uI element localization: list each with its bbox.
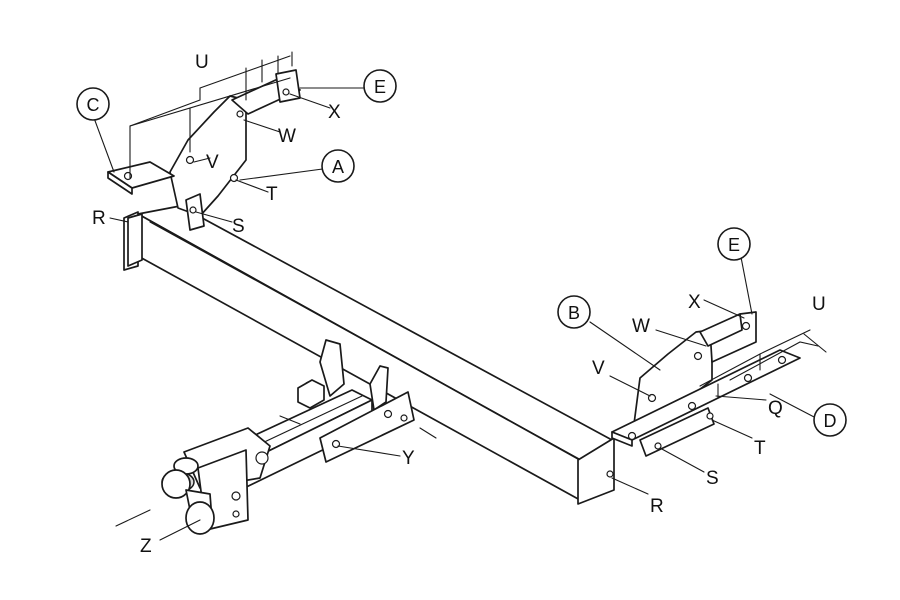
label-x-right: X (688, 292, 701, 313)
callout-e-right-text: E (728, 235, 740, 255)
label-w-left: W (278, 126, 296, 147)
left-bracket-assembly (107, 69, 301, 231)
right-u-guides (699, 329, 827, 399)
label-s-right: S (706, 468, 719, 489)
callout-a-text: A (332, 157, 344, 177)
callout-e-right: E (717, 227, 751, 261)
label-t-left: T (266, 184, 278, 205)
callout-e-left-text: E (374, 77, 386, 97)
leader-lines (93, 87, 817, 541)
label-r-right: R (650, 496, 664, 517)
callout-c-text: C (87, 95, 100, 115)
callout-d-text: D (824, 411, 837, 431)
label-u-right: U (812, 294, 826, 315)
callout-b-text: B (568, 303, 580, 323)
label-t-right: T (754, 438, 766, 459)
callout-c: C (76, 87, 110, 121)
label-u-left: U (195, 52, 209, 73)
label-y: Y (402, 448, 415, 469)
label-x-left: X (328, 102, 341, 123)
callout-a: A (321, 149, 355, 183)
callout-e-left: E (363, 69, 397, 103)
label-s-left: S (232, 216, 245, 237)
label-z: Z (140, 536, 152, 557)
label-v-left: V (206, 152, 219, 173)
label-w-right: W (632, 316, 650, 337)
label-v-right: V (592, 358, 605, 379)
cross-beam (123, 205, 615, 505)
right-bracket-assembly (611, 311, 801, 457)
callout-d: D (813, 403, 847, 437)
drawbar-assembly (161, 339, 415, 535)
left-u-guides (129, 51, 293, 179)
callout-b: B (557, 295, 591, 329)
label-r-left: R (92, 208, 106, 229)
label-q-right: Q (768, 398, 783, 419)
